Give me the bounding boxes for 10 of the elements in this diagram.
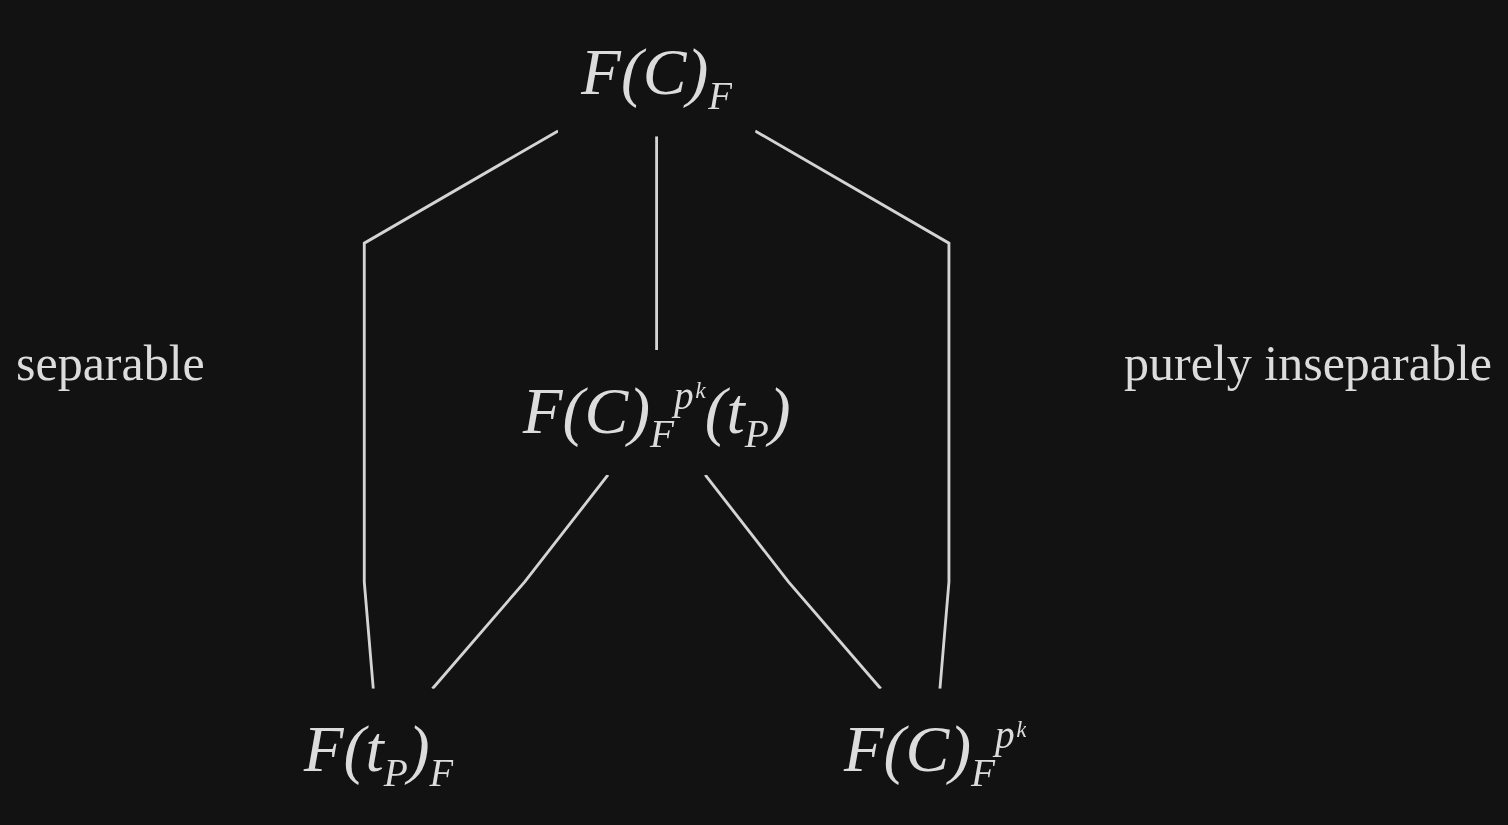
node-text: F(C)$_{F}$ <box>580 35 733 118</box>
connector <box>703 474 882 690</box>
connector <box>362 129 559 689</box>
connector <box>654 136 658 351</box>
connector <box>431 474 609 690</box>
node-text: F(t$_{P}$)$_{F}$ <box>303 712 454 795</box>
connector <box>754 129 951 689</box>
node-text: F(C)$_{F}$$^{pᵏ}$(t$_{P}$) <box>522 373 791 456</box>
side-label: separable <box>16 333 205 392</box>
side-label: purely inseparable <box>1124 333 1492 392</box>
